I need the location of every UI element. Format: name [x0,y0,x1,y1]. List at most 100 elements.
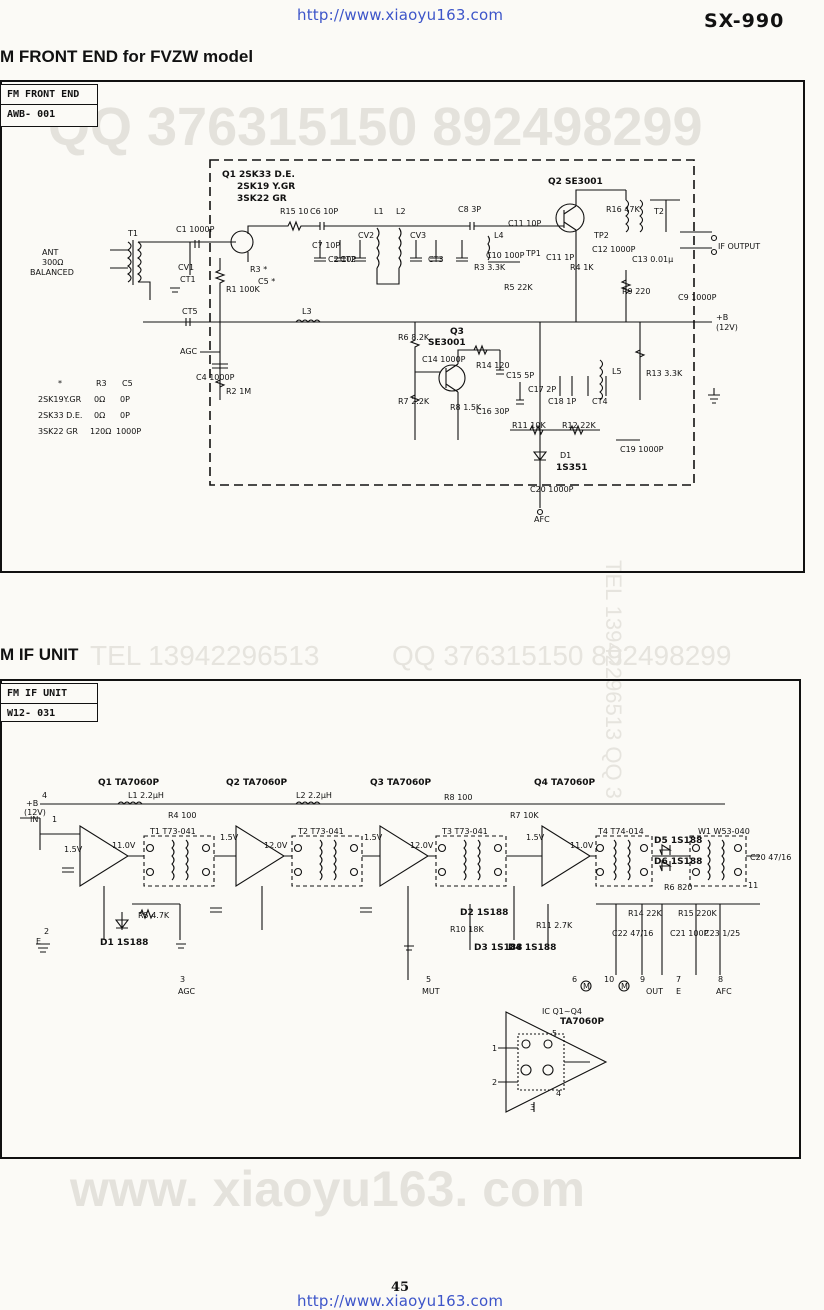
pin-b12: +B [26,799,38,808]
pin-agc: AGC [178,987,196,996]
front-end-tag: FM FRONT END AWB- 001 [0,84,98,127]
pin-1: 1 [52,815,57,824]
label-r2: R2 1M [226,387,251,396]
label-if-d5: D5 1S188 [654,836,702,846]
ic-pin-1: 1 [492,1044,497,1053]
header-url[interactable]: http://www.xiaoyu163.com [297,6,504,24]
label-r11: R11 10K [512,421,546,430]
q1-amp-triangle [79,825,130,887]
label-t2: T2 [653,207,664,216]
label-tp2: TP2 [593,231,609,240]
label-c1: C1 1000P [176,225,215,234]
label-r4: R4 1K [570,263,594,272]
pin-7: 7 [676,975,681,984]
label-if-r6: R6 820 [664,883,692,892]
label-c19: C19 1000P [620,445,664,454]
label-if-r8: R8 100 [444,793,472,802]
label-q2: Q2 SE3001 [548,177,603,187]
table-row-3-type: 3SK22 GR [38,427,78,436]
label-c12: C12 1000P [592,245,636,254]
label-cv2: CV2 [358,231,374,240]
label-ct2: CT2 [340,255,356,264]
label-r1: R1 100K [226,285,260,294]
ic-type: TA7060P [560,1017,604,1027]
label-afc: AFC [534,515,550,524]
table-row-3-c5: 1000P [116,427,141,436]
label-if-v15a: 1.5V [64,845,83,854]
pin-mut: MUT [422,987,440,996]
label-if-q4: Q4 TA7060P [534,778,596,788]
label-tp1: TP1 [525,249,541,258]
label-r15: R15 10 [280,207,308,216]
table-row-2-r3: 0Ω [94,411,105,420]
label-c7: C7 10P [312,241,340,250]
label-c6: C6 10P [310,207,338,216]
pin-4: 4 [42,791,47,800]
table-row-2-type: 2SK33 D.E. [38,411,82,420]
label-if-d1: D1 1S188 [100,938,148,948]
label-if-r15: R15 220K [678,909,718,918]
q3-amp-triangle [379,825,430,887]
label-if-t2: T2 T73-041 [297,827,344,836]
label-c17: C17 2P [528,385,556,394]
label-q1-alt2: 3SK22 GR [237,194,287,204]
label-if-d6: D6 1S188 [654,857,702,867]
label-if-r11: R11 2.7K [536,921,573,930]
label-r5: R5 22K [504,283,533,292]
pin-9: 9 [640,975,645,984]
substitution-table: * R3 C5 2SK19Y.GR 0Ω 0P 2SK33 D.E. 0Ω 0P… [38,379,141,436]
label-q3-type: SE3001 [428,338,466,348]
pin-5: 5 [426,975,431,984]
label-if-v12a: 12.0V [264,841,288,850]
front-end-schematic: Q1 2SK33 D.E. 2SK19 Y.GR 3SK22 GR Q2 SE3… [30,159,760,524]
front-end-tag-code: AWB- 001 [1,104,97,124]
if-unit-tag-title: FM IF UNIT [7,688,68,699]
label-if-t1: T1 T73-041 [149,827,196,836]
label-if-q3: Q3 TA7060P [370,778,432,788]
label-ant-impedance: 300Ω [42,258,63,267]
label-if-r10: R10 18K [450,925,484,934]
table-header-r3: R3 [96,379,107,388]
table-row-1-type: 2SK19Y.GR [38,395,82,404]
watermark-qq-mid: QQ 376315150 892498299 [392,640,732,671]
label-c16: C16 30P [476,407,509,416]
pin-6: 6 [572,975,577,984]
label-cv1: CV1 [178,263,194,272]
label-r13: R13 3.3K [646,369,683,378]
label-if-output: IF OUTPUT [718,242,760,251]
label-if-v15b: 1.5V [220,833,239,842]
label-ct3: CT3 [428,255,444,264]
if-unit-tag: FM IF UNIT W12- 031 [0,683,98,722]
pin-2: 2 [44,927,49,936]
label-if-r5: R5 4.7K [138,911,170,920]
ic-pin-5: 5 [552,1029,557,1038]
if-unit-tag-code: W12- 031 [1,703,97,723]
label-l4: L4 [494,231,504,240]
label-q1-alt1: 2SK19 Y.GR [237,182,295,192]
label-if-c20: C20 47/16 [750,853,791,862]
label-l5: L5 [612,367,622,376]
footer-url[interactable]: http://www.xiaoyu163.com [297,1292,504,1310]
label-if-d3: D3 1S188 [474,943,522,953]
if-unit-schematic: Q1 TA7060P Q2 TA7060P Q3 TA7060P Q4 TA70… [20,778,791,1113]
front-end-tag-title: FM FRONT END [7,89,80,100]
table-row-1-r3: 0Ω [94,395,105,404]
label-r6: R6 8.2K [398,333,430,342]
label-c15: C15 5P [506,371,534,380]
q3-transistor [438,364,466,392]
label-c4: C4 1000P [196,373,235,382]
label-if-r7: R7 10K [510,811,539,820]
label-c11b: C11 1P [546,253,574,262]
label-if-v12b: 12.0V [410,841,434,850]
label-if-d2: D2 1S188 [460,908,508,918]
label-if-c21: C21 100P [670,929,709,938]
label-if-r4: R4 100 [168,811,196,820]
watermark-qq-top: QQ 376315150 892498299 [48,97,703,157]
label-c14: C14 1000P [422,355,466,364]
label-if-q2: Q2 TA7060P [226,778,288,788]
label-c13: C13 0.01μ [632,255,673,264]
label-c2: C2 10P [328,255,356,264]
pin-8: 8 [718,975,723,984]
ic-pin-3: 3 [530,1103,535,1112]
label-cv3: CV3 [410,231,426,240]
